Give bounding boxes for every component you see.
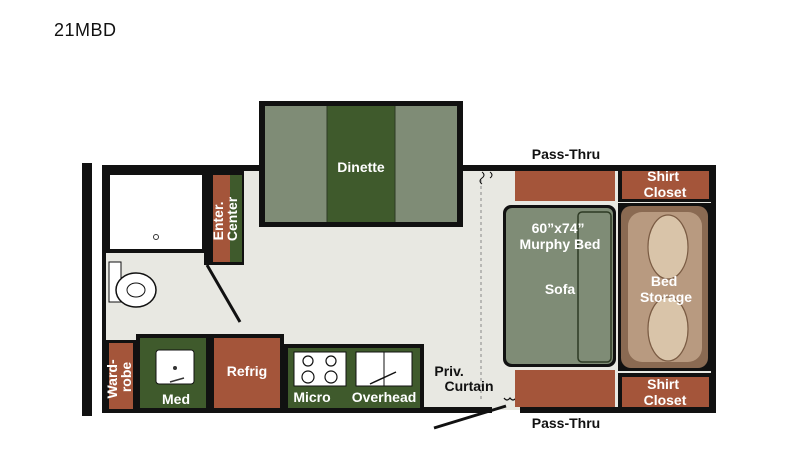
- pass-thru-top-label: Pass-Thru: [532, 146, 600, 162]
- shirt-closet-bottom-label-2: Closet: [644, 392, 687, 408]
- svg-text:Shirt Closet: Shirt Closet: [644, 376, 687, 408]
- kitchen-counter: Micro Overhead: [284, 344, 424, 412]
- model-title: 21MBD: [54, 20, 117, 40]
- sofa-label: Sofa: [545, 281, 576, 297]
- bed-storage-label-2: Storage: [640, 289, 692, 305]
- shirt-closet-bottom-label-1: Shirt: [647, 376, 679, 392]
- entry-door: [433, 404, 507, 430]
- privacy-curtain: Priv. Curtain: [434, 171, 523, 401]
- pass-thru-bottom: Pass-Thru: [515, 370, 615, 431]
- priv-curtain-label-1: Priv.: [434, 363, 463, 379]
- priv-curtain-label-2: Curtain: [445, 378, 494, 394]
- bath-vanity: Med: [136, 334, 210, 412]
- svg-text:60”x74” Murphy Bed: 60”x74” Murphy Bed: [520, 220, 601, 252]
- murphy-bed-size-label: 60”x74”: [532, 220, 585, 236]
- toilet: [108, 261, 157, 308]
- svg-text:Priv. Curtain: Priv. Curtain: [434, 363, 493, 394]
- wardrobe-label-1: Ward-: [104, 359, 120, 398]
- enter-center-label-2: Center: [224, 196, 240, 241]
- refrig-label: Refrig: [227, 363, 267, 379]
- med-label: Med: [162, 391, 190, 407]
- pass-thru-bottom-label: Pass-Thru: [532, 415, 600, 431]
- svg-text:Shirt Closet: Shirt Closet: [644, 168, 687, 200]
- shirt-closet-top: Shirt Closet: [618, 168, 711, 202]
- shower: [106, 171, 206, 253]
- sofa-murphy-bed: 60”x74” Murphy Bed Sofa: [503, 205, 616, 367]
- wardrobe: Ward- robe: [104, 340, 136, 412]
- svg-text:Ward- robe: Ward- robe: [104, 355, 134, 398]
- svg-text:Bed Storage: Bed Storage: [640, 273, 692, 305]
- wardrobe-label-2: robe: [118, 362, 134, 393]
- bed-storage-label-1: Bed: [651, 273, 677, 289]
- pass-thru-top: Pass-Thru: [515, 146, 615, 201]
- overhead-label: Overhead: [352, 389, 417, 405]
- shirt-closet-top-label-2: Closet: [644, 184, 687, 200]
- cooktop: [293, 351, 347, 387]
- bath-door: [205, 264, 242, 323]
- bath-wall-vertical: [204, 171, 210, 265]
- entertainment-center: Enter. Center: [210, 171, 244, 265]
- dinette-label: Dinette: [337, 159, 385, 175]
- shirt-closet-top-label-1: Shirt: [647, 168, 679, 184]
- micro-label: Micro: [293, 389, 330, 405]
- svg-text:Enter. Center: Enter. Center: [210, 196, 240, 241]
- murphy-bed-label: Murphy Bed: [520, 236, 601, 252]
- dinette-slideout: Dinette: [259, 101, 463, 227]
- enter-center-label-1: Enter.: [210, 201, 226, 240]
- shirt-closet-bottom: Shirt Closet: [618, 373, 711, 408]
- bed-storage: Bed Storage: [618, 203, 711, 371]
- refrigerator: Refrig: [210, 334, 284, 412]
